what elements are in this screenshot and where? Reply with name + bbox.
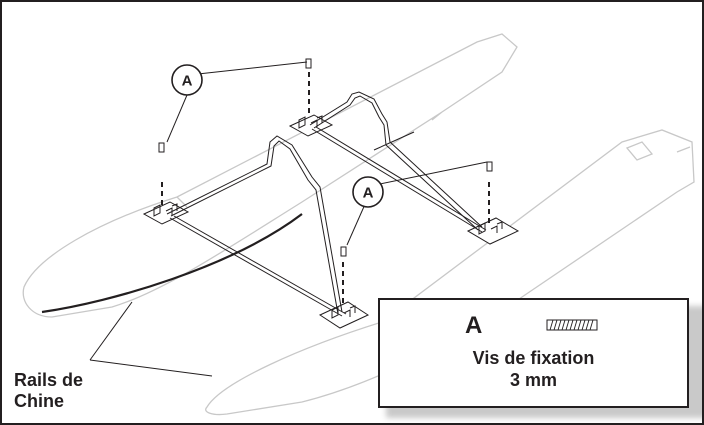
legend-name-line1: Vis de fixation (472, 348, 595, 368)
mounting-plate (466, 217, 520, 245)
legend-description: Vis de fixation 3 mm (380, 347, 687, 391)
legend-letter: A (465, 312, 483, 339)
rails-label-line2: Chine (14, 391, 65, 411)
callout-letter: A (363, 185, 374, 202)
rails-de-chine-label: Rails de Chine (14, 370, 83, 412)
callout-bubble: A (352, 176, 384, 208)
screws (158, 58, 493, 257)
chine-rail (41, 213, 303, 314)
callout-leaders (166, 61, 488, 246)
rails-leaders (89, 301, 213, 377)
screw (158, 142, 165, 153)
plate-hardware (153, 115, 503, 319)
screw-icon (546, 319, 598, 331)
hardware-legend: A Vis de fixation 3 mm (378, 298, 689, 408)
screw-guide-lines (161, 72, 490, 307)
screw (486, 161, 493, 172)
float-struts (166, 91, 487, 317)
rails-label-line1: Rails de (14, 370, 84, 390)
screw (340, 246, 347, 257)
legend-name-line2: 3 mm (509, 370, 558, 390)
callout-letter: A (182, 73, 193, 90)
mounting-plate (318, 301, 370, 329)
callout-bubble: A (171, 64, 203, 96)
screw (305, 58, 312, 69)
mounting-plates (142, 114, 520, 329)
